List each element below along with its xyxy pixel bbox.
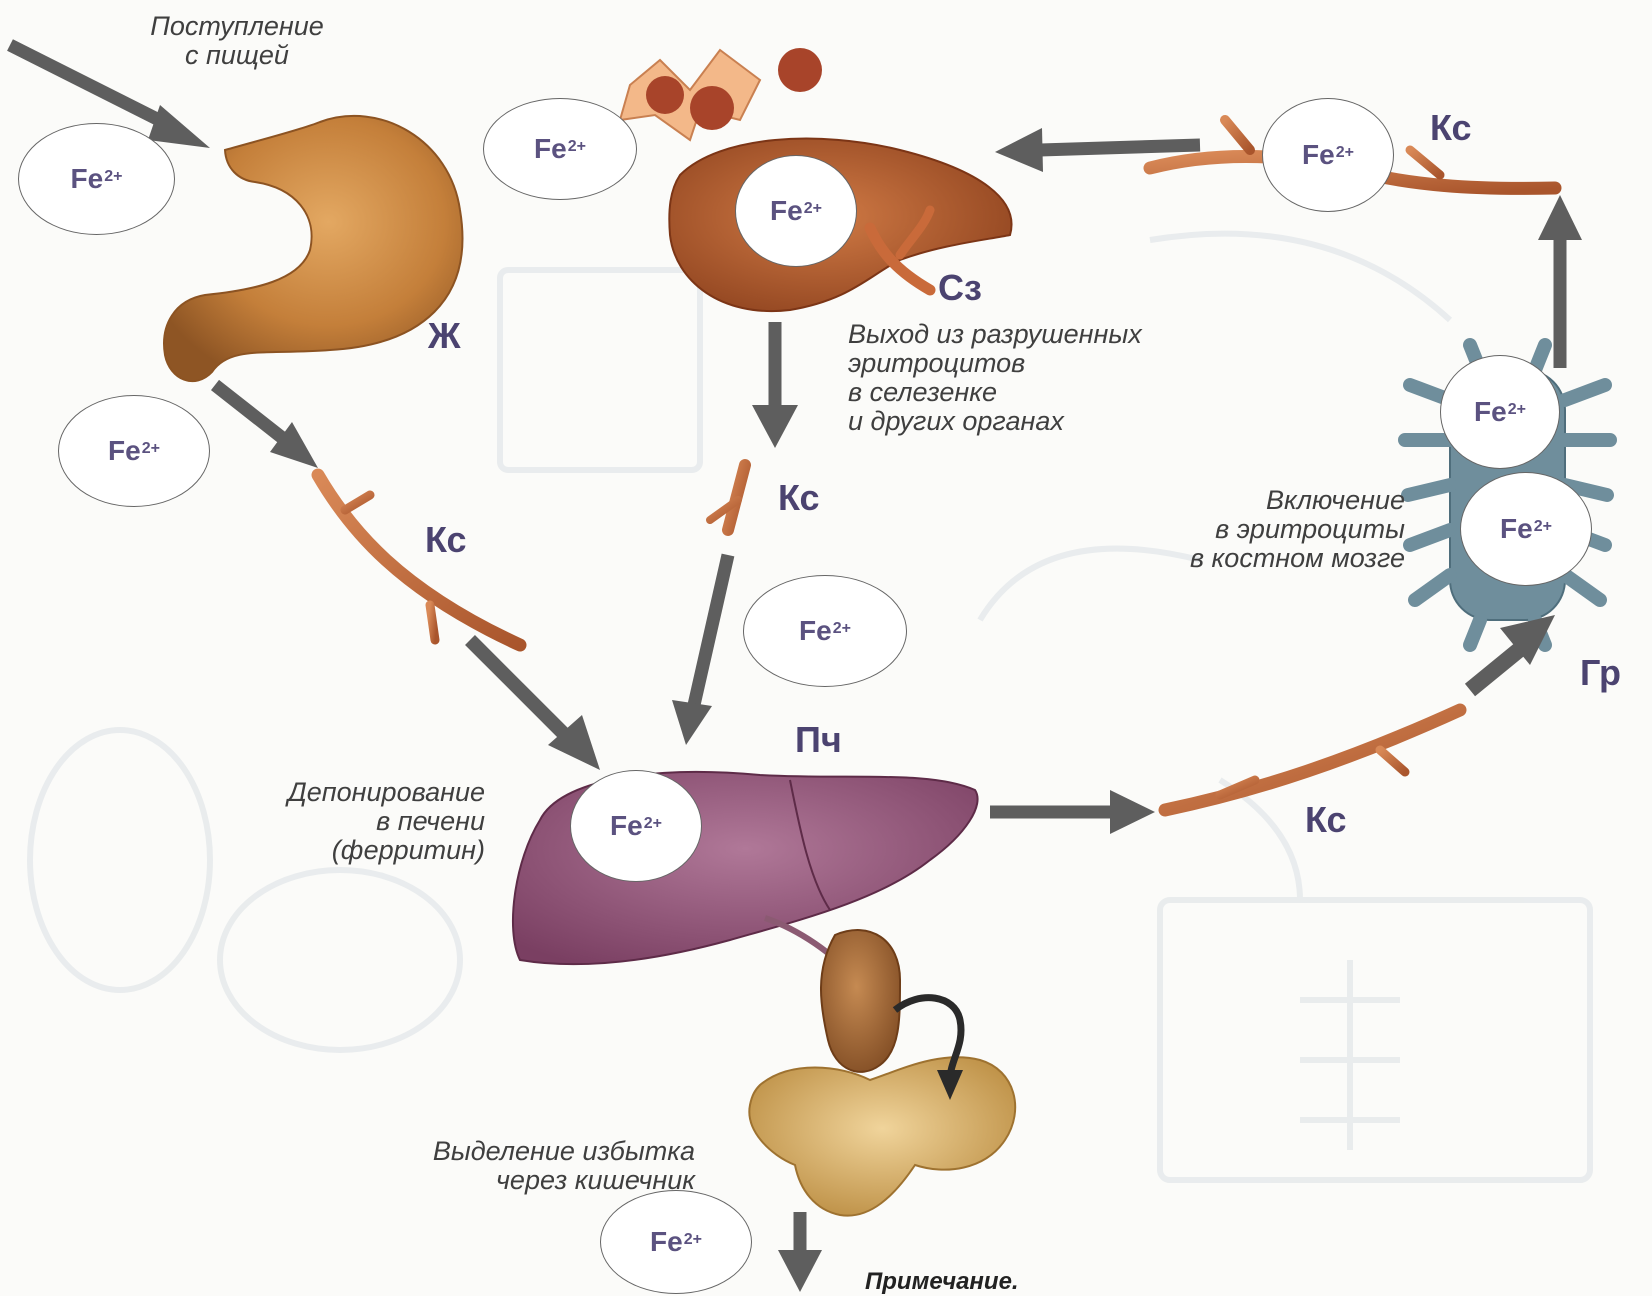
iron-symbol: Fe: [71, 163, 104, 195]
note-text: Примечание.: [865, 1268, 1019, 1296]
iron-charge: 2+: [644, 815, 662, 833]
iron-symbol: Fe: [534, 133, 567, 165]
iron-charge: 2+: [804, 200, 822, 218]
intestine: [749, 1057, 1015, 1215]
iron-charge: 2+: [142, 440, 160, 458]
caption-spleen-release: Выход из разрушенных эритроцитов в селез…: [848, 320, 1142, 436]
iron-charge: 2+: [1534, 518, 1552, 536]
iron-symbol: Fe: [1302, 139, 1335, 171]
iron-symbol: Fe: [108, 435, 141, 467]
iron-charge: 2+: [684, 1231, 702, 1249]
vessel-branch-7: [1410, 150, 1440, 175]
iron-symbol: Fe: [799, 615, 832, 647]
vessel-label: Кс: [1430, 110, 1472, 146]
background-faded-illustration: [30, 234, 1590, 1180]
vessel-label: Кс: [778, 480, 820, 516]
caption-marrow: Включение в эритроциты в костном мозге: [1045, 486, 1405, 573]
arrow-liver-to-vessel: [990, 790, 1155, 834]
stomach-label: Ж: [428, 318, 461, 354]
iron-charge: 2+: [833, 620, 851, 638]
arrow-vessel-to-liver: [470, 640, 600, 770]
vessel-label: Кс: [1305, 802, 1347, 838]
vessel-branch-2: [430, 605, 435, 640]
stomach: [164, 116, 462, 381]
arrow-stomach-to-vessel: [215, 385, 318, 468]
iron-charge: 2+: [1336, 144, 1354, 162]
arrow-excretion: [778, 1212, 822, 1292]
iron-symbol: Fe: [650, 1226, 683, 1258]
vessel-branch-1: [345, 495, 370, 510]
iron-charge: 2+: [1508, 401, 1526, 419]
spleen-label: Сз: [938, 270, 982, 306]
iron-charge: 2+: [568, 138, 586, 156]
iron-symbol: Fe: [1474, 396, 1507, 428]
vessel-label: Кс: [425, 522, 467, 558]
vessel-stomach-liver: [318, 475, 520, 645]
liver-label: Пч: [795, 722, 842, 758]
erythrocytes-illustration: [620, 48, 822, 140]
bone-marrow-label: Гр: [1580, 655, 1621, 691]
caption-liver-depot: Депонирование в печени (ферритин): [160, 778, 485, 865]
caption-excretion: Выделение избытка через кишечник: [250, 1137, 695, 1195]
iron-symbol: Fe: [1500, 513, 1533, 545]
iron-charge: 2+: [104, 168, 122, 186]
arrow-vessel-to-liver-2: [672, 555, 728, 745]
arrow-spleen-down: [752, 322, 798, 448]
vessel-branch-6: [1225, 120, 1250, 150]
caption-intake: Поступление с пищей: [92, 12, 382, 70]
vessel-branch-4: [1380, 750, 1405, 772]
iron-symbol: Fe: [770, 195, 803, 227]
vessel-liver-marrow: [1165, 710, 1460, 810]
iron-symbol: Fe: [610, 810, 643, 842]
gallbladder: [765, 918, 900, 1072]
